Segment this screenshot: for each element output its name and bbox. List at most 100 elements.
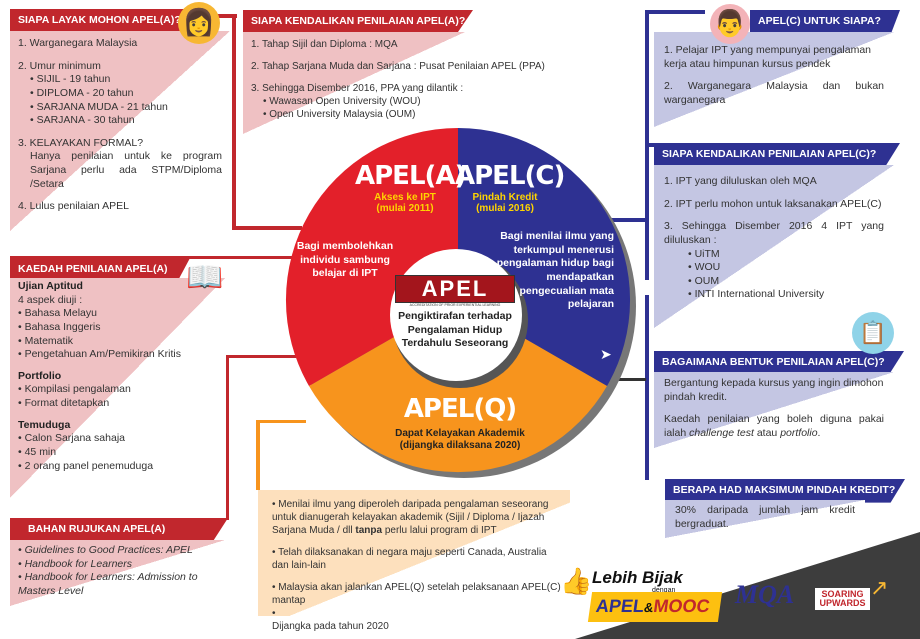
list-subitem: • OUM (688, 274, 720, 287)
male-avatar-icon: 👨 (710, 4, 750, 44)
list-item: 1. Tahap Sijil dan Diploma : MQA (251, 39, 398, 50)
connector-line (256, 420, 260, 490)
list-item: 3. KELAYAKAN FORMAL? (18, 136, 144, 149)
list-item: •Dijangka pada tahun 2020 (272, 608, 389, 632)
references-box: • Guidelines to Good Practices: APEL • H… (10, 540, 225, 606)
list-subitem: • SIJIL - 19 tahun (30, 73, 111, 86)
upward-arrow-icon: ↗ (870, 575, 889, 600)
thumbs-up-icon: 👍 (560, 566, 593, 596)
apel-a-description: Bagi membolehkan individu sambung belaja… (296, 240, 394, 280)
section-header: KAEDAH PENILAIAN APEL(A) (10, 258, 190, 282)
apel-a-title: APEL(A) (355, 161, 466, 191)
list-item: 4. Lulus penilaian APEL (18, 200, 129, 213)
list-item: • Telah dilaksanakan di negara maju sepe… (272, 547, 547, 571)
text: 4 aspek diuji : (18, 293, 83, 306)
section-header: SIAPA KENDALIKAN PENILAIAN APEL(C)? (654, 143, 900, 167)
list-item: 2. Tahap Sarjana Muda dan Sarjana : Pusa… (251, 61, 545, 72)
apel-c-year: (mulai 2016) (476, 203, 534, 214)
apel-c-subtitle: Pindah Kredit (472, 192, 538, 203)
list-item: 3. Sehingga Disember 2016 4 IPT yang dil… (664, 220, 884, 246)
apel-definition: Pengiktirafan terhadap Pengalaman Hidup … (398, 310, 512, 350)
apel-logo-tagline: ACCREDITATION OF PRIOR EXPERIENTIAL LEAR… (409, 303, 501, 307)
text: 30% daripada jumlah jam kredit bergradua… (675, 504, 855, 530)
apel-a-subtitle: Akses ke IPT (374, 192, 436, 203)
list-subitem: • SARJANA - 30 tahun (30, 114, 135, 127)
list-subitem: • INTI International University (688, 288, 825, 301)
connector-line (645, 10, 705, 14)
connector-line (610, 378, 646, 381)
handler-a-box: 1. Tahap Sijil dan Diploma : MQA 2. Taha… (243, 32, 545, 134)
max-credit-box: 30% daripada jumlah jam kredit bergradua… (665, 500, 865, 538)
apel-q-title: APEL(Q) (403, 394, 517, 424)
section-header: SIAPA KENDALIKAN PENILAIAN APEL(A)? (243, 10, 473, 34)
subheading: Portfolio (18, 369, 62, 382)
slogan-text: Lebih Bijak (592, 568, 683, 587)
apel-c-form-box: Bergantung kepada kursus yang ingin dimo… (654, 372, 894, 448)
list-subitem: • UiTM (688, 247, 720, 260)
reference-item: • Handbook for Learners (18, 557, 132, 570)
list-item: • Matematik (18, 334, 74, 347)
subheading: Ujian Aptitud (18, 280, 83, 292)
apel-circle-diagram (285, 127, 636, 478)
list-subitem: • SARJANA MUDA - 21 tahun (30, 100, 168, 113)
list-item: 2. IPT perlu mohon untuk laksanakan APEL… (664, 197, 882, 210)
connector-line (605, 218, 647, 222)
list-item: 1. IPT yang diluluskan oleh MQA (664, 175, 817, 187)
connector-line (645, 295, 649, 480)
apel-q-year: (dijangka dilaksana 2020) (399, 440, 521, 451)
section-header: BERAPA HAD MAKSIMUM PINDAH KREDIT? (665, 479, 905, 503)
text: Bergantung kepada kursus yang ingin dimo… (664, 377, 884, 403)
clipboard-icon: 📋 (852, 312, 894, 354)
apel-c-description: Bagi menilai ilmu yang terkumpul menerus… (496, 230, 614, 311)
list-item: • Bahasa Melayu (18, 307, 97, 320)
list-item: • Format ditetapkan (18, 397, 110, 410)
section-header: BAGAIMANA BENTUK PENILAIAN APEL(C)? (654, 351, 904, 375)
reference-item: • Guidelines to Good Practices: APEL (18, 544, 193, 556)
section-header: SIAPA LAYAK MOHON APEL(A)? (10, 9, 200, 33)
connector-line (232, 226, 302, 230)
list-item: • Bahasa Inggeris (18, 320, 101, 333)
apel-c-title: APEL(C) (455, 161, 565, 191)
apel-logo: APEL ACCREDITATION OF PRIOR EXPERIENTIAL… (395, 275, 515, 308)
connector-line (232, 14, 236, 230)
apel-q-subtitle: Dapat Kelayakan Akademik (395, 428, 525, 439)
list-subitem: • DIPLOMA - 20 tahun (30, 86, 134, 99)
list-item: 2. Warganegara Malaysia dan bukan wargan… (664, 80, 884, 106)
apel-a-year: (mulai 2011) (376, 203, 434, 214)
list-item: 3. Sehingga Disember 2016, PPA yang dila… (251, 83, 464, 94)
list-item: • Pengetahuan Am/Pemikiran Kritis (18, 348, 182, 361)
eligibility-box: 1. Warganegara Malaysia 2. Umur minimum … (10, 31, 230, 231)
list-item: • Malaysia akan jalankan APEL(Q) setelah… (272, 582, 561, 606)
list-item: • 2 orang panel penemuduga (18, 459, 154, 472)
connector-line (10, 256, 300, 259)
list-item: • Menilai ilmu yang diperoleh daripada p… (272, 499, 549, 536)
soaring-upwards-logo: SOARING UPWARDS (815, 588, 870, 610)
book-icon: 📖 (186, 261, 224, 294)
text: Kaedah penilaian yang boleh diguna pakai… (664, 413, 884, 439)
connector-line (226, 355, 229, 520)
connector-line (256, 420, 306, 423)
apel-c-who-box: 1. Pelajar IPT yang mempunyai pengalaman… (654, 32, 894, 127)
apel-logo-text: APEL (395, 275, 515, 303)
mouse-cursor-icon: ➤ (600, 346, 612, 362)
list-item: 2. Umur minimum (18, 59, 101, 72)
list-subitem: • Open University Malaysia (OUM) (263, 109, 416, 120)
list-item: 1. Pelajar IPT yang mempunyai pengalaman… (664, 44, 872, 70)
section-header: BAHAN RUJUKAN APEL(A) (10, 518, 228, 542)
list-item: • Kompilasi pengalaman (18, 383, 131, 396)
list-subitem: • Wawasan Open University (WOU) (263, 96, 421, 107)
subheading: Temuduga (18, 418, 71, 431)
list-subitem: • WOU (688, 261, 721, 274)
apel-c-handler-box: 1. IPT yang diluluskan oleh MQA 2. IPT p… (654, 165, 894, 328)
list-note: Hanya penilaian untuk ke program Sarjana… (30, 150, 222, 190)
section-header: APEL(C) UNTUK SIAPA? (750, 10, 900, 34)
list-item: 1. Warganegara Malaysia (18, 37, 138, 49)
apel-mooc-banner: APEL&MOOC (587, 592, 723, 622)
reference-item: • Handbook for Learners: Admission to Ma… (18, 571, 198, 597)
slogan-text: dengan (652, 587, 676, 594)
connector-line (226, 355, 306, 358)
assessment-method-box: Ujian Aptitud 4 aspek diuji : • Bahasa M… (10, 278, 225, 498)
list-item: • Calon Sarjana sahaja (18, 432, 125, 445)
apel-q-box: • Menilai ilmu yang diperoleh daripada p… (258, 490, 570, 632)
list-item: • 45 min (18, 446, 57, 459)
